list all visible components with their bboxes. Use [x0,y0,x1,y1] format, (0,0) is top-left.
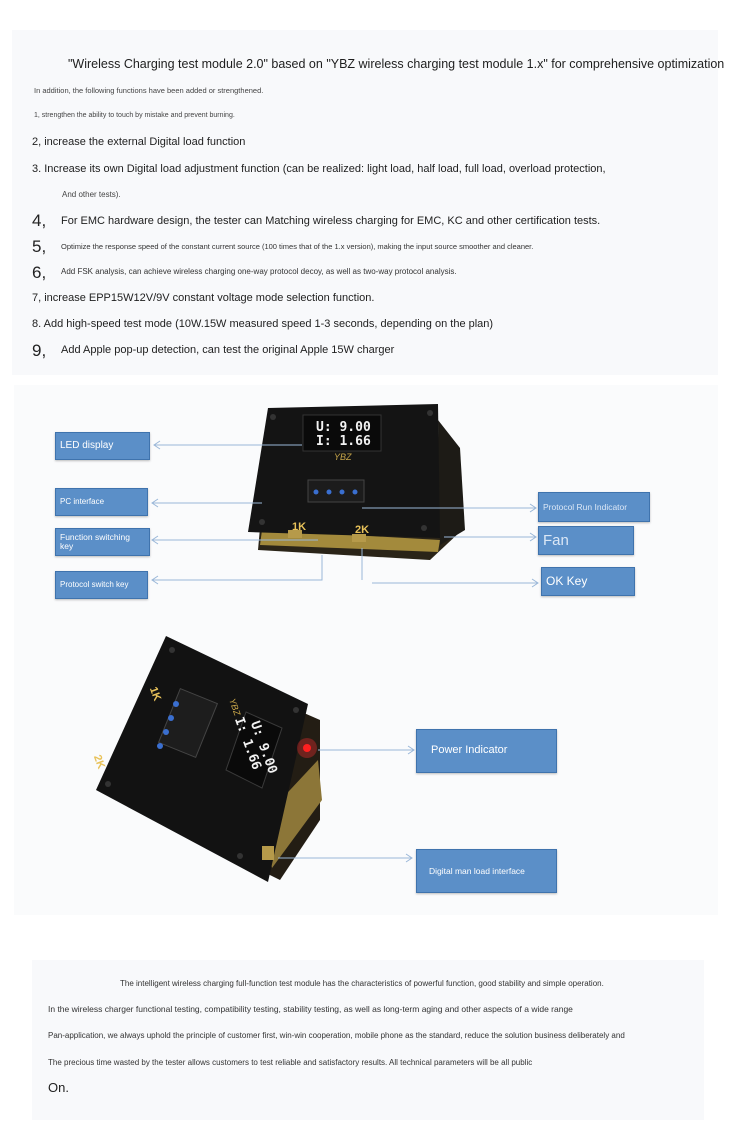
feature-number-4: 4, [32,211,47,230]
feature-item-3-cont: And other tests). [62,190,121,199]
arrow-pc-interface-head [151,498,159,508]
feature-item-4: For EMC hardware design, the tester can … [61,215,601,227]
device-top-display-i: I: 1.66 [316,434,371,449]
device-angled-screw [237,853,243,859]
device-top-screw [427,410,433,416]
callout-led-display: LED display [55,432,150,460]
device-top-connector-2k [352,534,366,542]
outro-line-2: In the wireless charger functional testi… [48,1004,573,1014]
callout-protocol-switch-key: Protocol switch key [55,571,148,599]
device-top-screw [270,414,276,420]
feature-number-6: 6, [32,263,47,282]
device-angled-button-4 [157,743,163,749]
feature-item-9: Add Apple pop-up detection, can test the… [61,344,395,356]
digital-load-connector [262,846,274,860]
callout-power-indicator: Power Indicator [416,729,557,773]
intro-title: "Wireless Charging test module 2.0" base… [68,57,725,71]
outro-line-1: The intelligent wireless charging full-f… [120,979,604,988]
callout-ok-key: OK Key [541,567,635,596]
device-angled-screw [293,707,299,713]
outro-panel [32,960,704,1120]
feature-number-9: 9, [32,341,47,360]
callout-protocol-run-indicator: Protocol Run Indicator [538,492,650,522]
device-top-button-bay [307,479,365,503]
device-angled-button-1 [173,701,179,707]
arrow-ok-key-head [531,578,539,588]
arrow-led-display-head [153,440,161,450]
outro-line-5: On. [48,1080,69,1095]
arrow-digital-load-head [405,853,413,863]
device-angled-button-2 [168,715,174,721]
intro-panel [12,30,718,375]
feature-item-2: 2, increase the external Digital load fu… [32,136,246,148]
feature-item-6: Add FSK analysis, can achieve wireless c… [61,267,457,276]
power-led [303,744,311,752]
device-top-body [248,404,440,538]
feature-item-8: 8. Add high-speed test mode (10W.15W mea… [32,318,494,330]
device-angled-screen [225,711,283,789]
arrow-protocol-key [152,555,323,581]
callout-arrows [151,440,539,863]
feature-number-5: 5, [32,237,47,256]
arrow-protocol-key-head [151,575,159,585]
device-top-button-1 [313,489,319,495]
feature-item-5: Optimize the response speed of the const… [61,242,534,251]
device-top-gold-edge [260,530,440,552]
intro-subtitle: In addition, the following functions hav… [34,86,264,95]
device-top-photo [248,404,465,560]
arrow-fan-head [529,532,537,542]
device-angled-button-3 [163,729,169,735]
callout-digital-load-interface: Digital man load interface [416,849,557,893]
device-top-button-4 [352,489,358,495]
feature-item-7: 7, increase EPP15W12V/9V constant voltag… [32,292,375,304]
device-top-button-3 [339,489,345,495]
callout-pc-interface: PC interface [55,488,148,516]
arrow-function-key-head [151,535,159,545]
arrow-power-indicator-head [407,745,415,755]
device-angled-screw [169,647,175,653]
device-angled-screw [105,781,111,787]
device-top-button-2 [326,489,332,495]
device-top-connector-1k [288,530,302,538]
outro-line-4: The precious time wasted by the tester a… [48,1058,533,1067]
feature-item-3: 3. Increase its own Digital load adjustm… [32,163,606,175]
outro-line-3: Pan-application, we always uphold the pr… [48,1031,625,1040]
device-top-fan-side [438,420,465,545]
device-angled-body [96,636,308,882]
callout-fan: Fan [538,526,634,555]
device-top-display-u: U: 9.00 [316,420,371,435]
callout-function-switching-key: Function switching key [55,528,150,556]
device-top-brand: YBZ [334,452,352,462]
device-top-screen [302,414,382,452]
device-angled-photo [96,636,322,882]
feature-item-1: 1, strengthen the ability to touch by mi… [34,112,235,119]
arrow-run-indicator-head [529,503,537,513]
device-top-screw [259,519,265,525]
device-top-label-1k: 1K [292,521,307,533]
device-top-screw [421,525,427,531]
device-top-label-2k: 2K [355,524,370,536]
